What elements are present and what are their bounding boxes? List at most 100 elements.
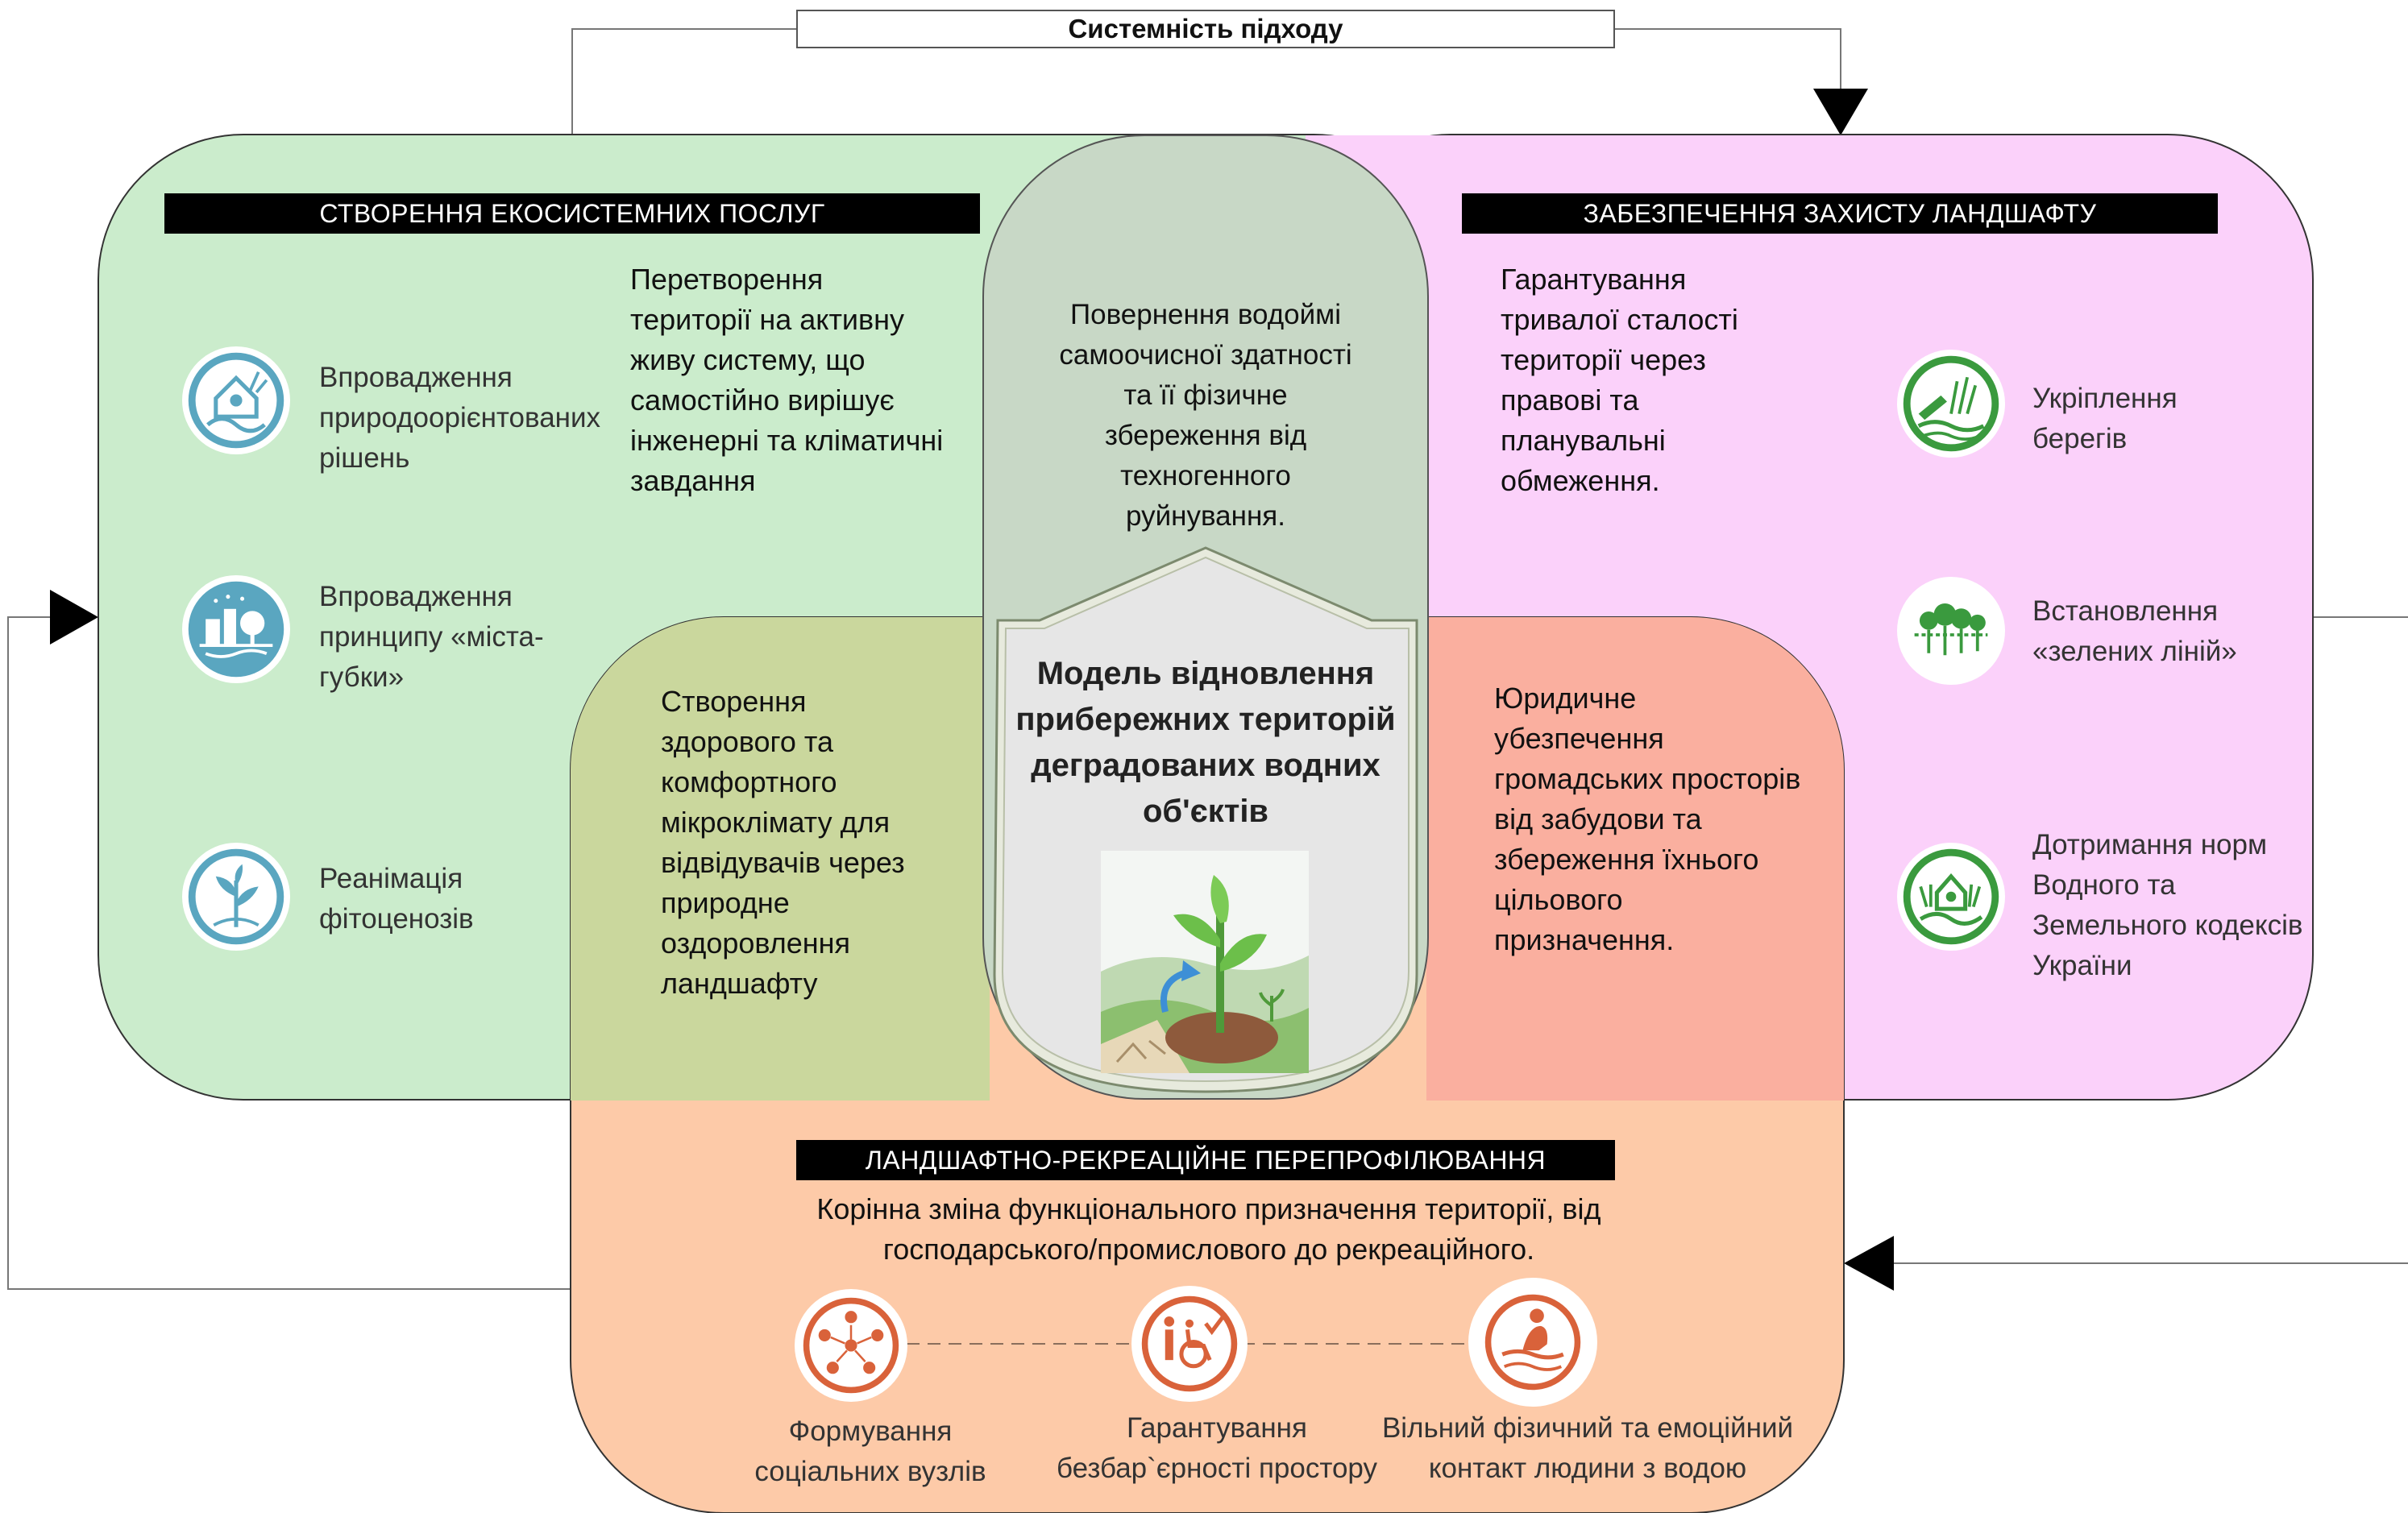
- text-line: Юридичне: [1494, 682, 1637, 715]
- arrow-left-icon: [1844, 1236, 1894, 1291]
- text-line: Модель відновлення: [1036, 656, 1375, 691]
- text-line: від забудови та: [1494, 802, 1702, 835]
- text-line: Впровадження: [319, 362, 513, 393]
- text-line: природоорієнтованих: [319, 402, 601, 433]
- right-item-3-text: Дотримання норм Водного та Земельного ко…: [2032, 825, 2331, 986]
- feedback-line-top-right: [1615, 28, 1841, 89]
- text-line: живу систему, що: [630, 343, 866, 376]
- shore-reinforcement-icon: [1897, 350, 2005, 458]
- text-line: комфортного: [661, 765, 837, 798]
- text-line: Водного та: [2032, 869, 2176, 901]
- bottom-item-1-text: Формування соціальних вузлів: [709, 1411, 1032, 1492]
- text-line: збереження від: [1104, 420, 1307, 451]
- text-line: господарського/промислового до рекреацій…: [882, 1233, 1535, 1266]
- text-line: обмеження.: [1501, 464, 1660, 497]
- right-zone-label: ЗАБЕЗПЕЧЕННЯ ЗАХИСТУ ЛАНДШАФТУ: [1462, 193, 2218, 234]
- left-zone-description: Перетворення території на активну живу с…: [630, 259, 985, 501]
- center-left-text: Створення здорового та комфортного мікро…: [661, 682, 983, 1004]
- right-overlap: [1426, 617, 1844, 1101]
- feedback-line-top-left: [571, 28, 796, 135]
- arrow-right-icon: [50, 590, 98, 645]
- text-line: Встановлення: [2032, 595, 2219, 627]
- text-line: техногенного: [1120, 460, 1291, 491]
- text-line: України: [2032, 950, 2132, 981]
- text-line: Вільний фізичний та емоційний: [1381, 1412, 1794, 1444]
- text-line: Корінна зміна функціонального призначенн…: [816, 1192, 1601, 1225]
- bottom-zone-label: ЛАНДШАФТНО-РЕКРЕАЦІЙНЕ ПЕРЕПРОФІЛЮВАННЯ: [796, 1140, 1615, 1180]
- text-line: планувальні: [1501, 424, 1666, 457]
- text-line: збереження їхнього: [1494, 843, 1759, 876]
- water-code-icon: [1897, 843, 2005, 951]
- text-line: соціальних вузлів: [754, 1456, 986, 1487]
- water-contact-icon: [1468, 1278, 1597, 1407]
- text-line: самоочисної здатності: [1059, 339, 1352, 371]
- right-item-1-text: Укріплення берегів: [2032, 379, 2274, 459]
- sponge-city-icon: [182, 575, 290, 683]
- text-line: Повернення водоймі: [1069, 299, 1342, 330]
- text-line: тривалої сталості: [1501, 303, 1738, 336]
- text-line: громадських просторів: [1494, 762, 1801, 795]
- model-title: Модель відновлення прибережних територій…: [994, 651, 1417, 835]
- text-line: завдання: [630, 464, 756, 497]
- arrow-down-icon: [1813, 89, 1868, 135]
- text-line: інженерні та кліматичні: [630, 424, 944, 457]
- text-line: берегів: [2032, 423, 2128, 454]
- bottom-item-2-text: Гарантування безбар`єрності простору: [1040, 1408, 1394, 1489]
- accessibility-icon: [1131, 1286, 1248, 1402]
- feedback-line-left: [7, 616, 571, 1290]
- text-line: самостійно вирішує: [630, 383, 895, 417]
- text-line: об'єктів: [1142, 794, 1269, 829]
- text-line: мікроклімату для: [661, 806, 891, 839]
- center-top-text: Повернення водоймі самоочисної здатності…: [1012, 295, 1399, 537]
- text-line: призначення.: [1494, 923, 1675, 956]
- text-line: «зелених ліній»: [2032, 636, 2237, 667]
- left-item-1-text: Впровадження природоорієнтованих рішень: [319, 358, 617, 479]
- text-line: Дотримання норм: [2032, 829, 2268, 860]
- text-line: Перетворення: [630, 263, 824, 296]
- text-line: Укріплення: [2032, 383, 2178, 414]
- text-line: ландшафту: [661, 967, 818, 1000]
- text-line: губки»: [319, 661, 405, 693]
- text-line: Створення: [661, 685, 807, 718]
- right-item-2-text: Встановлення «зелених ліній»: [2032, 591, 2290, 672]
- left-overlap: [571, 617, 990, 1101]
- text-line: безбар`єрності простору: [1056, 1453, 1378, 1484]
- social-network-icon: [795, 1289, 907, 1402]
- text-line: Впровадження: [319, 581, 513, 612]
- text-line: деградованих водних: [1031, 748, 1380, 783]
- bottom-item-3-text: Вільний фізичний та емоційний контакт лю…: [1370, 1408, 1805, 1489]
- approach-title: Системність підходу: [796, 10, 1615, 48]
- text-line: території через: [1501, 343, 1706, 376]
- text-line: цільового: [1494, 883, 1623, 916]
- text-line: та її фізичне: [1123, 379, 1288, 411]
- text-line: Реанімація: [319, 863, 463, 894]
- left-zone-label: СТВОРЕННЯ ЕКОСИСТЕМНИХ ПОСЛУГ: [164, 193, 980, 234]
- text-line: Гарантування: [1501, 263, 1687, 296]
- text-line: убезпечення: [1494, 722, 1664, 755]
- text-line: Гарантування: [1127, 1412, 1307, 1444]
- text-line: прибережних територій: [1015, 702, 1396, 737]
- text-line: здорового та: [661, 725, 833, 758]
- text-line: території на активну: [630, 303, 905, 336]
- text-line: природне: [661, 886, 790, 919]
- right-zone-description: Гарантування тривалої сталості території…: [1501, 259, 1807, 501]
- text-line: правові та: [1501, 383, 1639, 417]
- text-line: Формування: [788, 1416, 953, 1447]
- text-line: контакт людини з водою: [1428, 1453, 1747, 1484]
- text-line: принципу «міста-: [319, 621, 544, 653]
- nature-based-solutions-icon: [182, 346, 290, 454]
- sprout-growth-icon: [1101, 851, 1309, 1073]
- left-item-2-text: Впровадження принципу «міста- губки»: [319, 577, 617, 698]
- text-line: рішень: [319, 442, 410, 474]
- text-line: руйнування.: [1126, 500, 1285, 532]
- text-line: Земельного кодексів: [2032, 910, 2303, 941]
- text-line: оздоровлення: [661, 926, 850, 960]
- green-lines-icon: [1897, 577, 2005, 685]
- phytocenosis-icon: [182, 843, 290, 951]
- left-item-3-text: Реанімація фітоценозів: [319, 859, 561, 939]
- center-right-text: Юридичне убезпечення громадських простор…: [1494, 678, 1833, 960]
- bottom-zone-description: Корінна зміна функціонального призначенн…: [725, 1189, 1692, 1270]
- text-line: фітоценозів: [319, 903, 474, 935]
